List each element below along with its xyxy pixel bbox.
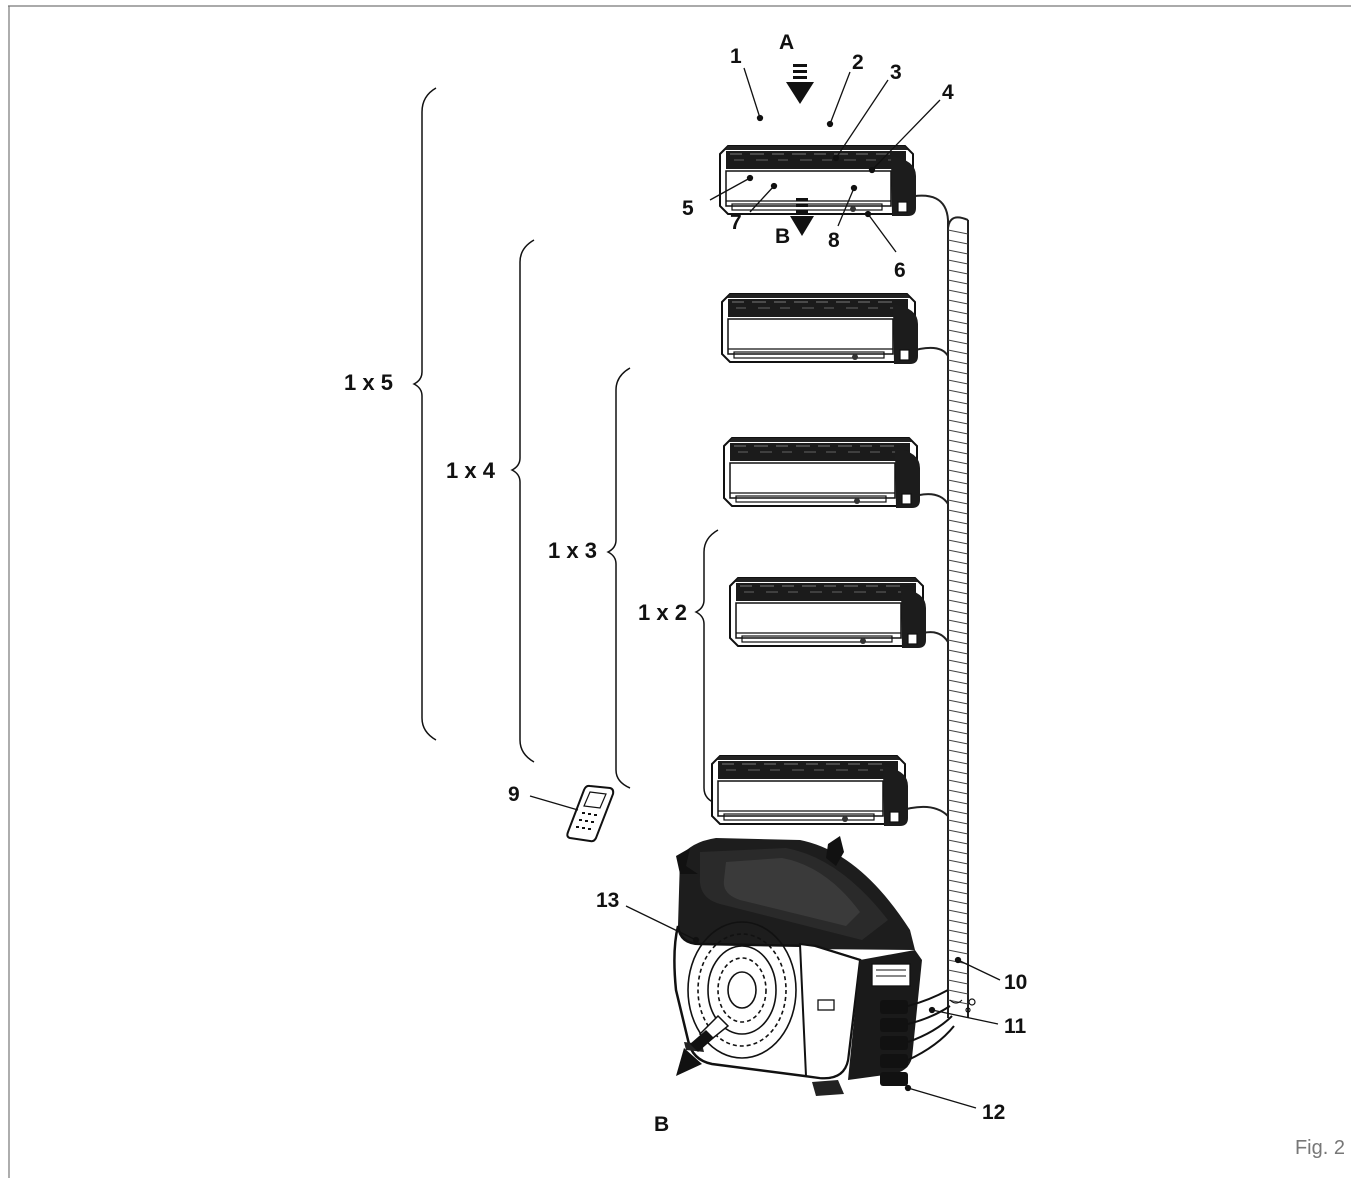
callout-1: 1 <box>730 45 742 68</box>
remote-control <box>529 784 615 843</box>
outdoor-airflow-out <box>676 1014 730 1076</box>
group-label-1x5: 1 x 5 <box>344 370 393 395</box>
group-label-1x4: 1 x 4 <box>446 458 495 483</box>
group-label-1x2: 1 x 2 <box>638 600 687 625</box>
airflow-arrow-out <box>790 198 814 236</box>
indoor-unit-2 <box>721 293 919 365</box>
group-label-1x3: 1 x 3 <box>548 538 597 563</box>
airflow-label-b-outdoor: B <box>654 1113 670 1136</box>
pipe-ribs <box>947 229 969 1005</box>
callout-6: 6 <box>894 259 906 282</box>
callout-10: 10 <box>1004 971 1028 994</box>
drain-symbol <box>949 998 976 1013</box>
pipe-connections <box>907 989 955 1061</box>
indoor-unit-4 <box>729 577 927 649</box>
outdoor-airflow-in <box>676 836 844 874</box>
group-braces <box>412 87 719 805</box>
callout-9: 9 <box>508 783 520 806</box>
service-valves <box>880 1000 908 1086</box>
callout-3: 3 <box>890 61 902 84</box>
figure-caption: Fig. 2 <box>1294 1137 1345 1159</box>
indoor-unit-3 <box>723 437 921 509</box>
callout-5: 5 <box>682 197 694 220</box>
callout-7: 7 <box>730 211 742 234</box>
callout-13: 13 <box>596 889 620 912</box>
callout-2: 2 <box>852 51 864 74</box>
callout-leaders <box>709 67 941 253</box>
airflow-label-b-indoor: B <box>775 225 791 248</box>
airflow-arrow-in <box>786 64 814 104</box>
callout-8: 8 <box>828 229 840 252</box>
indoor-unit-5 <box>711 755 909 827</box>
outdoor-unit <box>673 838 955 1096</box>
callout-4: 4 <box>942 81 954 104</box>
airflow-label-a: A <box>779 31 795 54</box>
callout-11: 11 <box>1004 1015 1027 1038</box>
callout-12: 12 <box>982 1101 1006 1124</box>
